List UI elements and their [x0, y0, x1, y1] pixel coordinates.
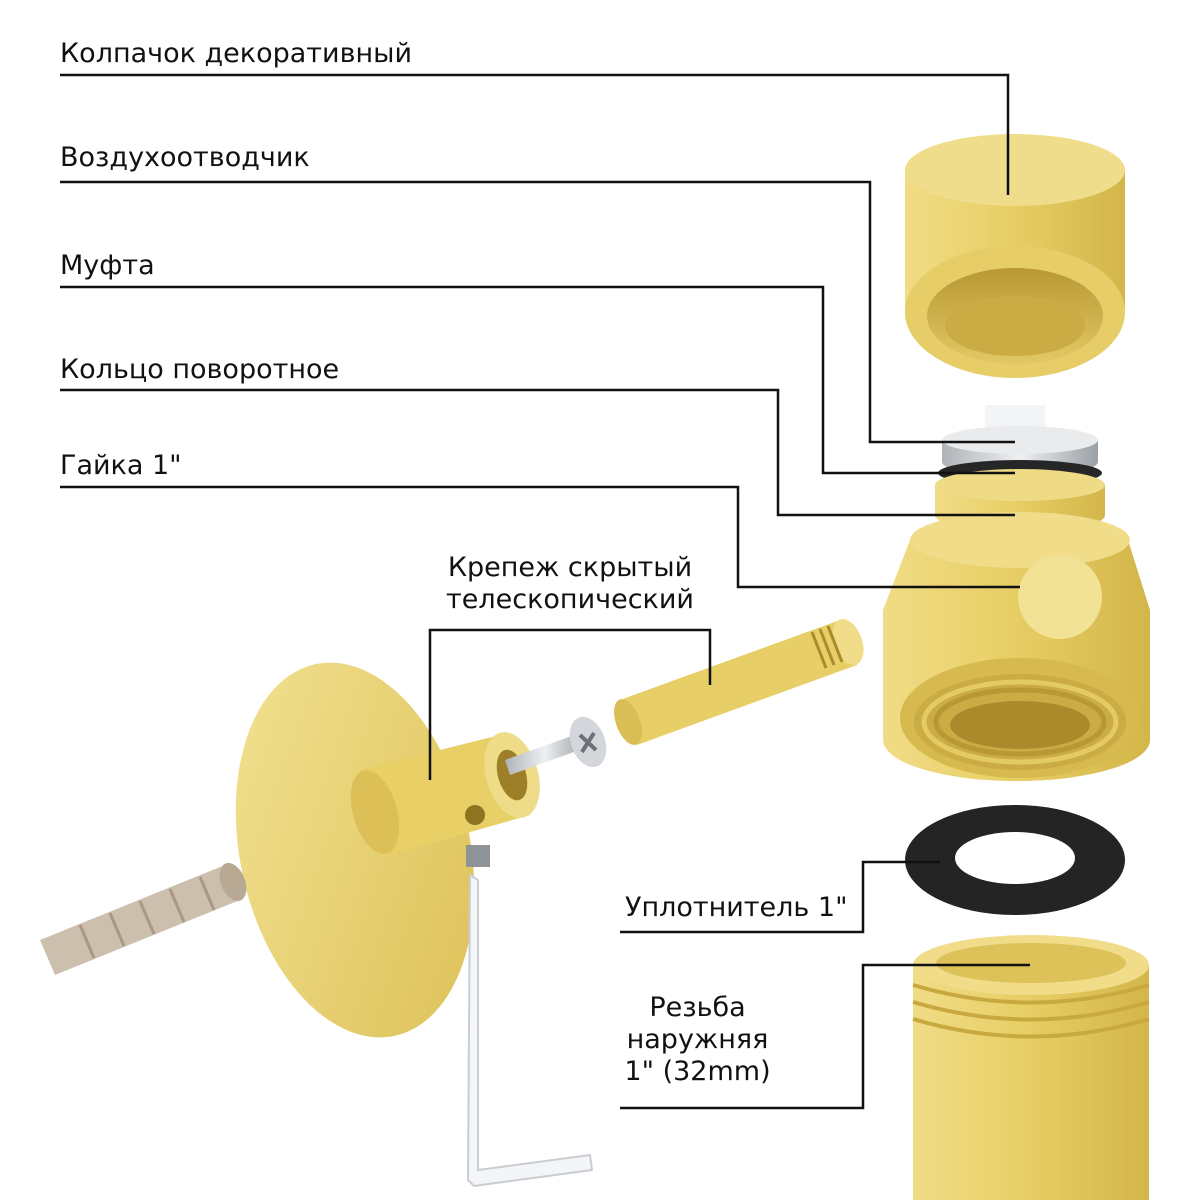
label-mount: Крепеж скрытый телескопический	[430, 552, 710, 616]
leader-thread	[620, 963, 1030, 1110]
leader-lines	[60, 73, 1030, 1110]
leader-air-vent	[60, 180, 1015, 444]
leader-seal	[620, 860, 940, 934]
mount-sleeve	[350, 732, 540, 855]
label-thread-line3: 1" (32mm)	[624, 1056, 771, 1087]
leader-mount	[428, 628, 712, 780]
wall-dowel	[40, 862, 247, 975]
decorative-cap	[905, 134, 1125, 378]
leader-coupling	[60, 285, 1015, 475]
label-thread: Резьба наружняя 1" (32mm)	[615, 992, 780, 1088]
label-decorative-cap: Колпачок декоративный	[60, 38, 413, 69]
label-mount-line1: Крепеж скрытый	[447, 552, 693, 583]
label-swivel-ring: Кольцо поворотное	[60, 354, 340, 385]
screw	[505, 716, 607, 775]
leader-cap	[60, 73, 1010, 195]
leader-swivel-ring	[60, 388, 1015, 517]
label-seal: Уплотнитель 1"	[625, 892, 848, 923]
threaded-pipe	[912, 935, 1150, 1200]
wall-plate	[235, 662, 475, 1038]
label-thread-line2: наружняя	[626, 1024, 769, 1055]
nut-body	[883, 512, 1150, 782]
label-thread-line1: Резьба	[649, 992, 746, 1023]
leader-nut	[60, 485, 1020, 589]
label-air-vent: Воздухоотводчик	[60, 142, 310, 173]
set-screw-and-hex-key	[466, 845, 594, 1188]
rubber-gasket	[905, 805, 1125, 915]
telescopic-rod	[614, 618, 864, 745]
label-coupling: Муфта	[60, 250, 155, 281]
label-nut: Гайка 1"	[60, 450, 182, 481]
label-mount-line2: телескопический	[446, 584, 694, 615]
